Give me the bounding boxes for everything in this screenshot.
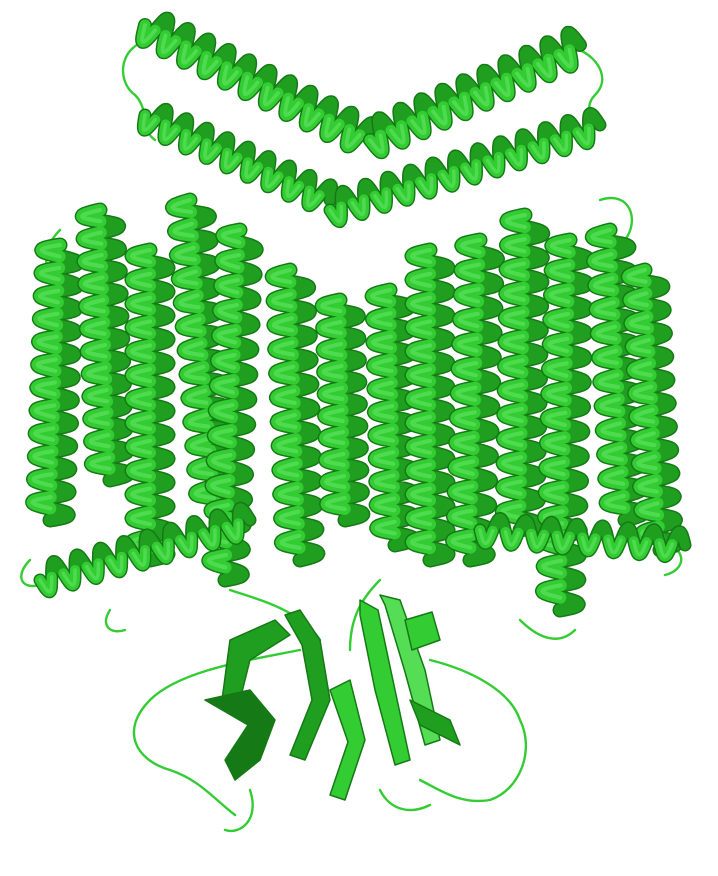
- helix-tm-c2: [314, 292, 371, 528]
- strand-6: [329, 679, 366, 801]
- helix-tm-r5: [620, 262, 685, 558]
- strand-7: [409, 699, 461, 746]
- coil-left-lower: [20, 558, 42, 588]
- strand-2: [359, 599, 411, 766]
- helix-tm-r1: [445, 232, 505, 568]
- helix-tm-l1: [25, 237, 85, 528]
- helix-top-d: [323, 106, 607, 229]
- coil-right-foot: [518, 618, 577, 640]
- helix-top-b: [363, 25, 587, 160]
- strand-8: [404, 611, 441, 651]
- helix-tm-r4: [584, 222, 651, 528]
- coil-right-upper: [598, 196, 634, 242]
- beta-sheets: [204, 594, 461, 801]
- helix-top-a: [135, 11, 380, 154]
- coil-bottom-left: [223, 788, 254, 833]
- strand-5: [204, 689, 276, 781]
- coil-domain-left: [132, 648, 302, 817]
- helix-tm-l3: [124, 242, 176, 568]
- helix-low-right: [473, 511, 692, 564]
- helix-low-left: [33, 501, 257, 599]
- coil-bottom-right: [378, 788, 432, 812]
- helix-tm-l2: [74, 202, 136, 488]
- helix-top-c: [136, 102, 339, 213]
- helix-tm-r2: [494, 207, 551, 538]
- strand-4: [221, 619, 291, 701]
- coil-center-right: [348, 578, 382, 652]
- strand-1: [284, 609, 331, 761]
- alpha-helices: [25, 11, 692, 618]
- coil-domain-right: [418, 658, 528, 803]
- helix-tm-c4: [404, 242, 456, 568]
- coil-left-foot: [104, 608, 127, 633]
- helix-tm-c1: [264, 262, 326, 568]
